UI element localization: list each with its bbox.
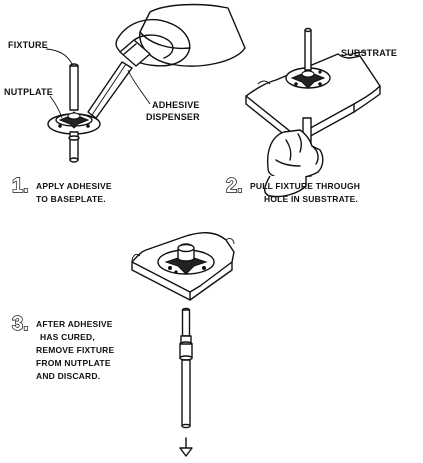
substrate-plate-drawing xyxy=(245,53,381,145)
step3-illustration xyxy=(131,232,235,457)
down-arrow-icon xyxy=(179,437,193,457)
step1-line1: APPLY ADHESIVE xyxy=(36,181,112,191)
step3-line3: REMOVE FIXTURE xyxy=(36,345,114,355)
step1-number: 1. xyxy=(12,175,29,197)
step2-number: 2. xyxy=(226,175,243,197)
nutplate-label: NUTPLATE xyxy=(4,87,53,97)
adhesive-leader xyxy=(127,69,151,105)
step1-illustration: FIXTURE NUTPLATE ADHESIVE DISPENSER xyxy=(4,3,246,163)
step3-line4: FROM NUTPLATE xyxy=(36,358,111,368)
step2-line2: HOLE IN SUBSTRATE. xyxy=(264,194,358,204)
fixture-leader xyxy=(45,48,73,65)
dispenser-label: DISPENSER xyxy=(146,112,200,122)
step3-number: 3. xyxy=(12,313,29,335)
step2-illustration: SUBSTRATE xyxy=(245,27,397,198)
nutplate-drawing xyxy=(47,111,101,163)
step3-line1: AFTER ADHESIVE xyxy=(36,319,113,329)
step2-caption: 2. PULL FIXTURE THROUGH HOLE IN SUBSTRAT… xyxy=(225,174,360,204)
nutplate-leader xyxy=(49,95,63,119)
step3-caption: 3. AFTER ADHESIVE HAS CURED, REMOVE FIXT… xyxy=(11,312,114,381)
nutplate-on-substrate xyxy=(285,67,331,89)
step2-line1: PULL FIXTURE THROUGH xyxy=(250,181,360,191)
step3-line2: HAS CURED, xyxy=(40,332,95,342)
substrate-leader xyxy=(339,51,367,57)
cured-nutplate-drawing xyxy=(157,243,215,275)
step1-line2: TO BASEPLATE. xyxy=(36,194,106,204)
adhesive-label: ADHESIVE xyxy=(152,100,200,110)
step3-line5: AND DISCARD. xyxy=(36,371,100,381)
hand-drawing xyxy=(264,129,324,198)
fixture-label: FIXTURE xyxy=(8,40,48,50)
fixture-through-hole xyxy=(304,29,312,71)
removed-fixture-drawing xyxy=(179,307,193,429)
substrate-label: SUBSTRATE xyxy=(341,48,397,58)
step1-caption: 1. APPLY ADHESIVE TO BASEPLATE. xyxy=(11,174,112,204)
fixture-drawing xyxy=(69,63,79,111)
